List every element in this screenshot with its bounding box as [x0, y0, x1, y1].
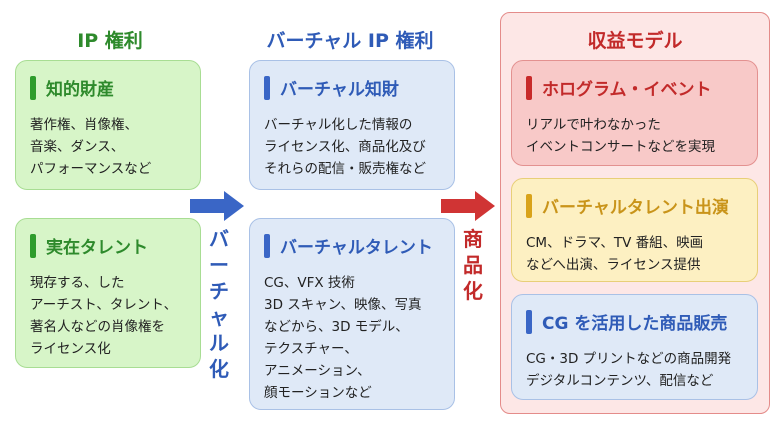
accent-bar [526, 193, 532, 218]
card-line: アニメーション、 [264, 363, 371, 379]
virtual-talent-card: バーチャルタレント CG、VFX 技術 3D スキャン、映像、写真 などから、3… [249, 218, 455, 410]
accent-bar [30, 233, 36, 258]
card-line: それらの配信・販売権など [264, 161, 426, 177]
card-line: 現存する、した [30, 275, 125, 291]
card-body: バーチャル化した情報の ライセンス化、商品化及び それらの配信・販売権など [264, 114, 440, 180]
card-line: ライセンス化 [30, 341, 111, 357]
card-line: 音楽、ダンス、 [30, 139, 125, 155]
card-line: イベントコンサートなどを実現 [526, 139, 715, 155]
card-body: リアルで叶わなかった イベントコンサートなどを実現 [526, 114, 743, 158]
card-body: CG、VFX 技術 3D スキャン、映像、写真 などから、3D モデル、 テクス… [264, 272, 440, 404]
card-line: ライセンス化、商品化及び [264, 139, 426, 155]
label-char: ル [209, 331, 229, 355]
label-char: ー [209, 253, 229, 277]
hologram-event-card: ホログラム・イベント リアルで叶わなかった イベントコンサートなどを実現 [511, 60, 758, 166]
label-char: チ [209, 279, 229, 303]
card-title: ホログラム・イベント [542, 80, 712, 100]
card-header: バーチャルタレント [264, 233, 440, 258]
card-line: CG・3D プリントなどの商品開発 [526, 351, 732, 367]
accent-bar [264, 233, 270, 258]
intellectual-property-card: 知的財産 著作権、肖像権、 音楽、ダンス、 パフォーマンスなど [15, 60, 201, 190]
card-title: 知的財産 [46, 80, 114, 100]
label-char: 商 [463, 227, 483, 251]
card-line: 顔モーションなど [264, 385, 372, 401]
card-line: デジタルコンテンツ、配信など [526, 373, 714, 389]
card-header: CG を活用した商品販売 [526, 309, 743, 334]
accent-bar [264, 75, 270, 100]
commercialize-arrow-icon [441, 191, 495, 221]
card-title: バーチャルタレント出演 [542, 198, 729, 218]
card-line: バーチャル化した情報の [264, 117, 413, 133]
label-char: バ [209, 227, 229, 251]
card-line: リアルで叶わなかった [526, 117, 661, 133]
accent-bar [526, 309, 532, 334]
label-char: ャ [209, 305, 229, 329]
card-header: 知的財産 [30, 75, 186, 100]
label-char: 品 [463, 253, 483, 277]
card-line: パフォーマンスなど [30, 161, 152, 177]
card-header: 実在タレント [30, 233, 186, 258]
card-header: ホログラム・イベント [526, 75, 743, 100]
virtualize-label: バ ー チ ャ ル 化 [206, 226, 232, 382]
accent-bar [526, 75, 532, 100]
card-title: バーチャルタレント [280, 238, 433, 258]
revenue-model-title: 収益モデル [587, 30, 683, 52]
card-line: などへ出演、ライセンス提供 [526, 257, 701, 273]
cg-merchandise-card: CG を活用した商品販売 CG・3D プリントなどの商品開発 デジタルコンテンツ… [511, 294, 758, 400]
label-char: 化 [463, 279, 483, 303]
card-line: テクスチャー、 [264, 341, 358, 357]
card-body: 著作権、肖像権、 音楽、ダンス、 パフォーマンスなど [30, 114, 186, 180]
card-title: バーチャル知財 [280, 80, 399, 100]
real-talent-card: 実在タレント 現存する、した アーチスト、タレント、 著名人などの肖像権を ライ… [15, 218, 201, 368]
card-body: 現存する、した アーチスト、タレント、 著名人などの肖像権を ライセンス化 [30, 272, 186, 360]
commercialize-label: 商 品 化 [460, 226, 486, 304]
card-line: CM、ドラマ、TV 番組、映画 [526, 235, 704, 251]
card-line: 著作権、肖像権、 [30, 117, 138, 133]
label-char: 化 [209, 357, 229, 381]
ip-rights-title: IP 権利 [77, 30, 143, 52]
card-header: バーチャルタレント出演 [526, 193, 743, 218]
card-line: CG、VFX 技術 [264, 275, 355, 291]
accent-bar [30, 75, 36, 100]
card-title: 実在タレント [46, 238, 148, 258]
card-line: 3D スキャン、映像、写真 [264, 297, 422, 313]
card-line: 著名人などの肖像権を [30, 319, 165, 335]
card-line: などから、3D モデル、 [264, 319, 409, 335]
virtual-talent-appearance-card: バーチャルタレント出演 CM、ドラマ、TV 番組、映画 などへ出演、ライセンス提… [511, 178, 758, 282]
card-body: CM、ドラマ、TV 番組、映画 などへ出演、ライセンス提供 [526, 232, 743, 276]
card-title: CG を活用した商品販売 [542, 314, 728, 334]
card-header: バーチャル知財 [264, 75, 440, 100]
card-line: アーチスト、タレント、 [30, 297, 178, 313]
virtualize-arrow-icon [190, 191, 244, 221]
virtual-ip-rights-title: バーチャル IP 権利 [266, 30, 434, 52]
virtual-ip-card: バーチャル知財 バーチャル化した情報の ライセンス化、商品化及び それらの配信・… [249, 60, 455, 190]
card-body: CG・3D プリントなどの商品開発 デジタルコンテンツ、配信など [526, 348, 743, 392]
